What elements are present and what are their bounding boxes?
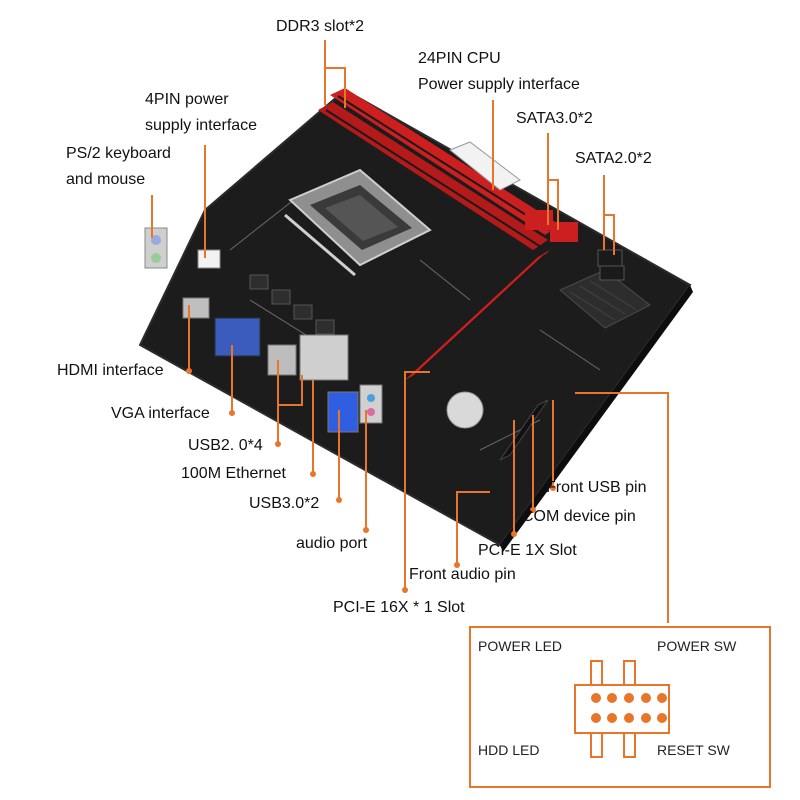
label-ethernet: 100M Ethernet — [181, 465, 286, 482]
label-usb2: USB2. 0*4 — [188, 437, 263, 454]
front-panel-header — [574, 660, 670, 758]
sata-ports — [525, 210, 625, 281]
label-ddr3-slot: DDR3 slot*2 — [276, 18, 365, 35]
dot-front-audio — [454, 562, 460, 568]
label-sata2: SATA2.0*2 — [575, 150, 652, 167]
dot-audio — [363, 527, 369, 533]
cmos-battery — [446, 391, 484, 429]
label-pcie1x: PCI-E 1X Slot — [478, 542, 577, 559]
label-power-led: POWER LED — [478, 638, 563, 654]
label-24pin-cpu: 24PIN CPU Power supply interface — [418, 46, 580, 98]
label-4pin-line1: 4PIN power — [145, 91, 229, 108]
pcie-1x-slot — [499, 399, 549, 461]
label-usb3: USB3.0*2 — [249, 495, 320, 512]
label-hdmi: HDMI interface — [57, 362, 164, 379]
label-ps2-line1: PS/2 keyboard — [66, 145, 171, 162]
label-com: COM device pin — [522, 508, 636, 525]
rear-io-panel — [144, 227, 383, 433]
ddr3-slot-2 — [318, 102, 548, 250]
label-4pin-power: 4PIN power supply interface — [145, 87, 257, 139]
label-front-usb: Front USB pin — [546, 479, 647, 496]
front-panel-box — [469, 626, 771, 788]
dot-pcie16x — [402, 587, 408, 593]
dot-usb3 — [336, 497, 342, 503]
silkscreen-marks — [229, 194, 601, 451]
cpu-4pin-connector — [197, 249, 221, 269]
label-vga: VGA interface — [111, 405, 210, 422]
dot-front-usb — [550, 485, 556, 491]
label-sata3: SATA3.0*2 — [516, 110, 593, 127]
dot-com — [530, 507, 536, 513]
pcb-edge-shadow — [500, 285, 693, 552]
label-24pin-line2: Power supply interface — [418, 76, 580, 93]
ddr3-slots — [318, 88, 560, 250]
dot-pcie1x — [511, 531, 517, 537]
label-ps2: PS/2 keyboard and mouse — [66, 141, 171, 193]
label-reset-sw: RESET SW — [657, 742, 730, 758]
label-pcie16x: PCI-E 16X * 1 Slot — [333, 599, 465, 616]
dot-usb2 — [275, 441, 281, 447]
ddr3-slot-1 — [330, 88, 560, 235]
pcie-16x-slot — [405, 250, 550, 380]
label-hdd-led: HDD LED — [478, 742, 540, 758]
dot-vga — [229, 410, 235, 416]
atx-24pin-connector — [449, 141, 521, 191]
vrm-chokes — [249, 274, 335, 335]
label-24pin-line1: 24PIN CPU — [418, 50, 501, 67]
label-audio-port: audio port — [296, 535, 368, 552]
leader-lines — [151, 40, 669, 623]
cpu-socket — [284, 168, 432, 277]
label-4pin-line2: supply interface — [145, 117, 258, 134]
dot-ethernet — [310, 471, 316, 477]
label-front-audio: Front audio pin — [409, 566, 516, 583]
label-power-sw: POWER SW — [657, 638, 737, 654]
label-ps2-line2: and mouse — [66, 171, 146, 188]
dot-hdmi — [186, 368, 192, 374]
chipset-heatsink — [559, 269, 651, 329]
